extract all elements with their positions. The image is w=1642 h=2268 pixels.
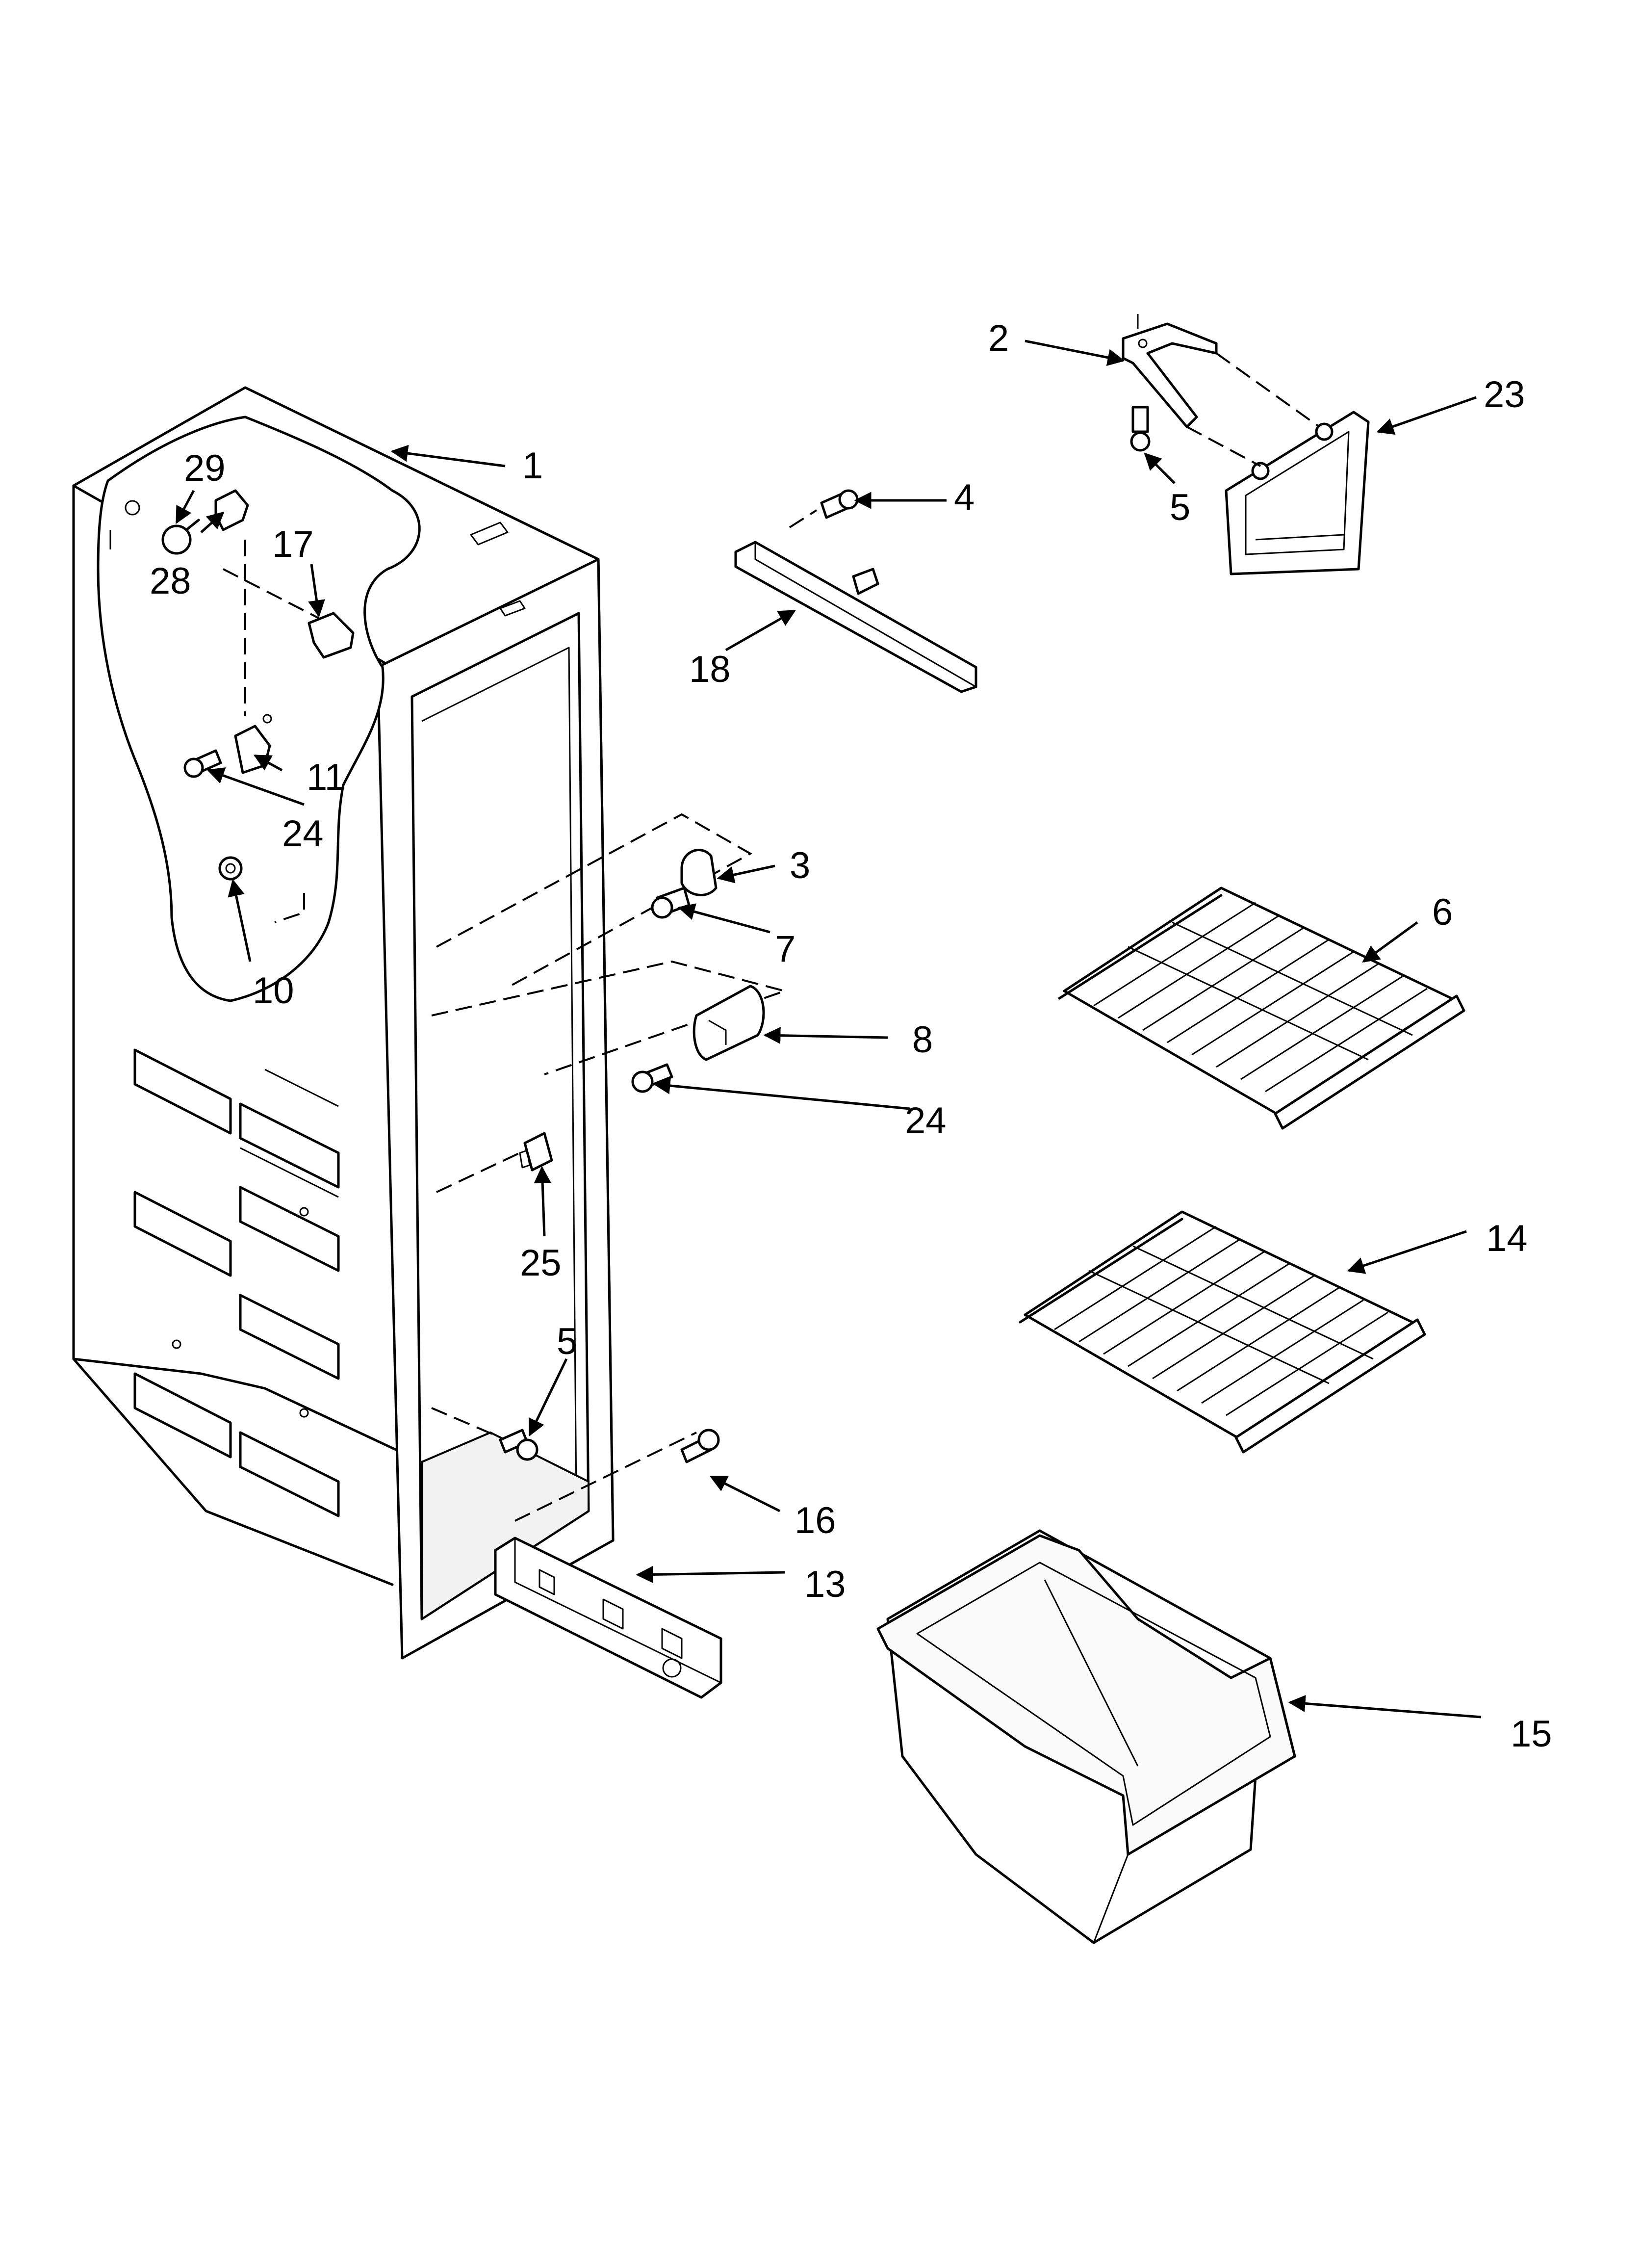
callout-5-upper: 5 xyxy=(1170,487,1190,528)
cover-bracket xyxy=(1122,314,1218,428)
callout-5-lower: 5 xyxy=(557,1321,577,1362)
callout-15: 15 xyxy=(1511,1713,1552,1755)
bottom-cover xyxy=(494,1537,722,1699)
callout-23: 23 xyxy=(1484,374,1525,416)
callout-24-lower: 24 xyxy=(905,1100,947,1142)
screw-5-lower xyxy=(499,1429,539,1461)
plug-10 xyxy=(218,856,243,881)
cabinet-liner xyxy=(72,386,615,1660)
thermostat-clip xyxy=(308,612,355,659)
callout-16: 16 xyxy=(795,1500,836,1541)
callout-29: 29 xyxy=(184,447,226,489)
wire-shelf-upper xyxy=(1058,886,1465,1130)
callout-24-upper: 24 xyxy=(282,813,324,855)
crisper-cover-frame xyxy=(1225,411,1370,575)
shelf-support-8 xyxy=(693,985,765,1061)
screw-4 xyxy=(820,489,859,519)
screw-24-lower xyxy=(631,1063,673,1093)
screw-24-upper xyxy=(183,749,222,778)
leader-lines xyxy=(175,339,1482,1719)
wire-shelf-lower xyxy=(1019,1210,1426,1454)
shelf-support-dashes xyxy=(431,813,788,1522)
light-bulb xyxy=(161,519,200,555)
callout-10: 10 xyxy=(253,970,294,1012)
callout-labels: 1 2 23 4 5 18 3 7 8 24 6 14 15 16 13 5 2… xyxy=(150,317,1552,1755)
callout-6: 6 xyxy=(1432,891,1453,933)
callout-8: 8 xyxy=(912,1019,933,1061)
callout-14: 14 xyxy=(1486,1218,1528,1259)
top-rail xyxy=(734,541,977,693)
callout-1: 1 xyxy=(522,445,543,487)
callout-3: 3 xyxy=(790,845,810,886)
callout-25: 25 xyxy=(520,1242,562,1284)
screw-5-upper xyxy=(1130,406,1151,452)
shelf-support-3 xyxy=(651,849,718,919)
callout-2: 2 xyxy=(988,317,1009,359)
storage-bin xyxy=(876,1529,1296,1944)
callout-11: 11 xyxy=(307,756,345,798)
callout-28: 28 xyxy=(150,560,191,602)
callout-4: 4 xyxy=(954,477,975,519)
callout-13: 13 xyxy=(804,1564,846,1605)
screw-16 xyxy=(680,1429,720,1463)
callout-7: 7 xyxy=(775,928,795,970)
callout-17: 17 xyxy=(272,523,314,565)
callout-18: 18 xyxy=(689,649,731,690)
rail-clip-25 xyxy=(519,1132,553,1172)
